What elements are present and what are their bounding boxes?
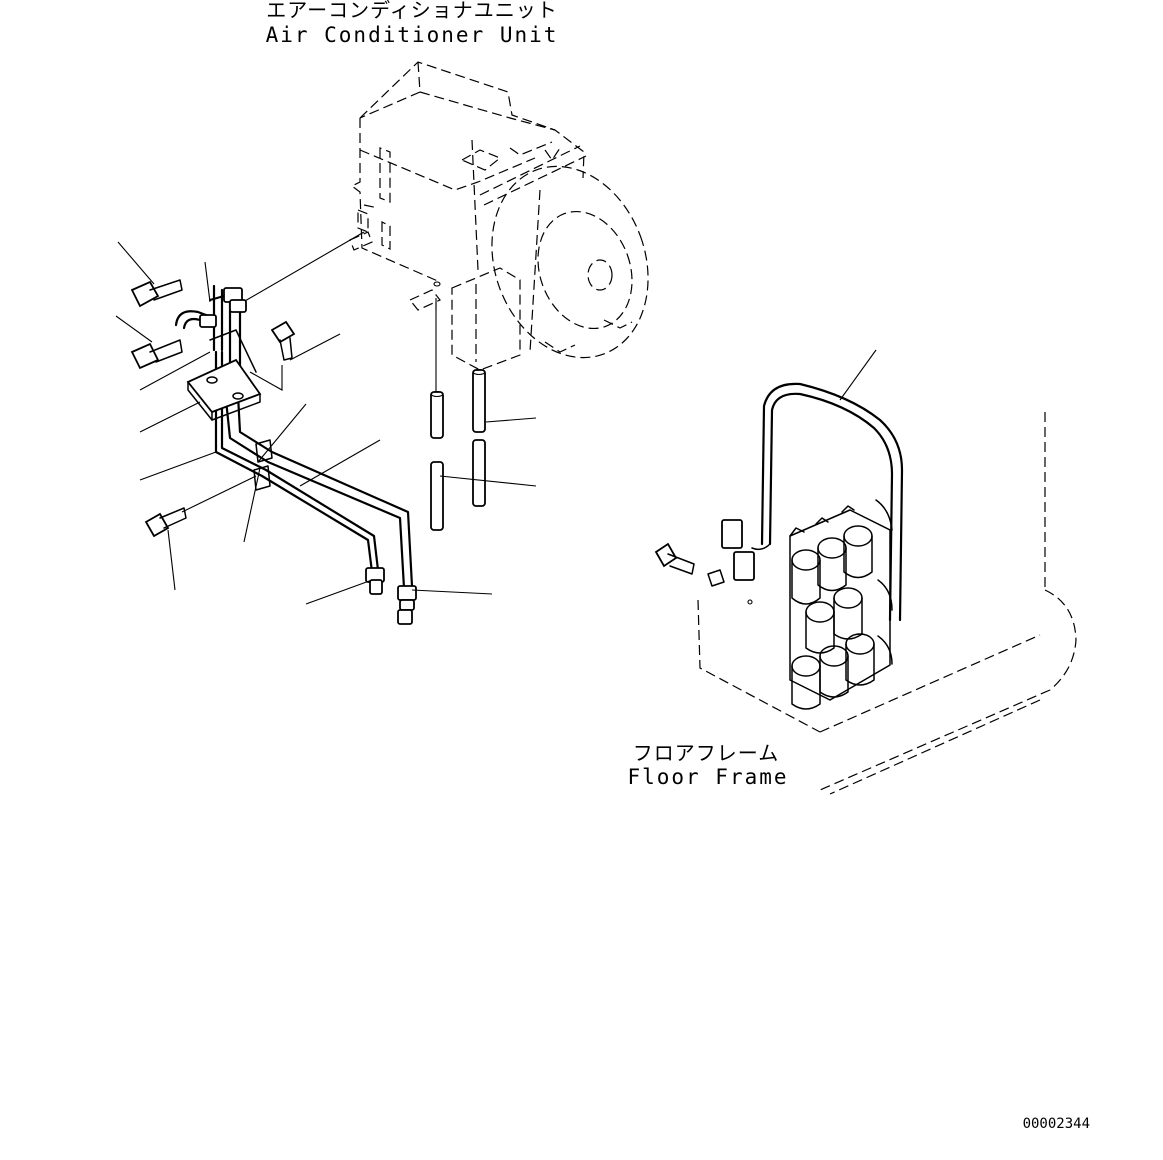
bolt-1 — [130, 279, 183, 308]
floor-frame — [697, 412, 1077, 795]
wire-harness — [707, 382, 904, 622]
connector-cluster — [789, 499, 893, 710]
pipe-fittings — [199, 287, 417, 625]
floor-frame-label-jp: フロアフレーム — [633, 741, 779, 765]
bolt-5 — [654, 542, 695, 575]
bracket-plate — [186, 329, 262, 421]
bolt-2 — [130, 339, 183, 370]
floor-frame-label-en: Floor Frame — [627, 765, 788, 789]
air-conditioner-unit — [349, 61, 649, 371]
drain-hoses — [430, 368, 486, 531]
bolt-3 — [270, 320, 296, 361]
ac-unit-label-jp: エアーコンディショナユニット — [266, 0, 557, 22]
leader-line — [237, 231, 365, 306]
bolts — [130, 279, 695, 575]
leader-lines — [115, 241, 877, 605]
bolt-4 — [144, 507, 187, 538]
drawing-number: 00002344 — [1023, 1116, 1090, 1132]
ac-unit-label-en: Air Conditioner Unit — [266, 23, 559, 47]
refrigerant-pipes — [174, 284, 414, 590]
